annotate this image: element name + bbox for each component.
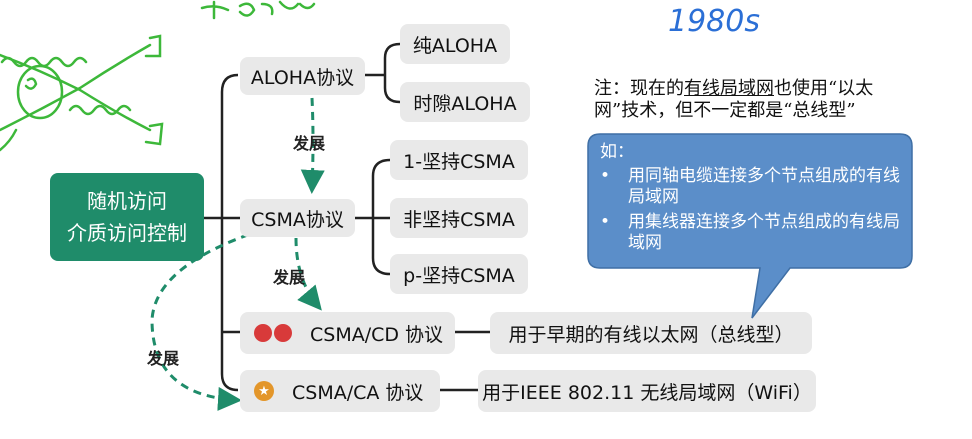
csma-cd-label: CSMA/CD 协议 bbox=[310, 323, 444, 346]
note-underlined: 有线局域网 bbox=[684, 78, 774, 99]
label-develop-2: 发展 bbox=[273, 268, 306, 287]
node-pure-aloha: 纯ALOHA bbox=[400, 24, 510, 64]
handwritten-year: 1980s bbox=[668, 4, 760, 39]
csma-ca-label: CSMA/CA 协议 bbox=[292, 381, 424, 404]
arrow-csma-to-cd bbox=[294, 237, 322, 311]
scribble-top bbox=[200, 0, 230, 20]
note-line-2: 网”技术，但不一定都是“总线型” bbox=[594, 100, 856, 121]
star-icon: ★ bbox=[254, 381, 274, 401]
bubble-title: 如： bbox=[600, 142, 634, 162]
desc-csma-cd: 用于早期的有线以太网（总线型） bbox=[490, 312, 812, 354]
desc-csma-ca: 用于IEEE 802.11 无线局域网（WiFi） bbox=[478, 370, 816, 412]
note-rest: 也使用“以太 bbox=[774, 78, 874, 99]
node-csma: CSMA协议 bbox=[240, 199, 355, 237]
root-node: 随机访问 介质访问控制 bbox=[50, 173, 204, 261]
arrow-to-ca bbox=[150, 228, 263, 411]
node-csma-ca: ★ CSMA/CA 协议 bbox=[240, 370, 440, 412]
root-line-1: 随机访问 bbox=[87, 189, 167, 213]
aloha-bracket bbox=[383, 42, 401, 104]
note-text: 注：现在的有线局域网也使用“以太 网”技术，但不一定都是“总线型” bbox=[594, 78, 934, 122]
bubble-item-1: 用同轴电缆连接多个节点组成的有线局域网 bbox=[628, 166, 900, 207]
node-aloha: ALOHA协议 bbox=[240, 57, 365, 95]
label-develop-3: 发展 bbox=[147, 349, 180, 368]
root-line-2: 介质访问控制 bbox=[67, 221, 187, 245]
arrow-aloha-to-csma bbox=[300, 97, 325, 194]
stop-go-icon bbox=[254, 324, 292, 342]
label-develop-1: 发展 bbox=[293, 134, 326, 153]
node-p-persistent-csma: p-坚持CSMA bbox=[390, 254, 528, 294]
node-non-persistent-csma: 非坚持CSMA bbox=[390, 198, 528, 238]
bubble-bullet-1: • bbox=[600, 166, 611, 186]
node-slotted-aloha: 时隙ALOHA bbox=[400, 82, 530, 122]
bubble-item-2: 用集线器连接多个节点组成的有线局域网 bbox=[628, 212, 900, 253]
node-1-persistent-csma: 1-坚持CSMA bbox=[390, 140, 528, 180]
note-prefix: 注：现在的 bbox=[594, 78, 684, 99]
node-csma-cd: CSMA/CD 协议 bbox=[240, 312, 455, 354]
bubble-bullet-2: • bbox=[600, 212, 611, 232]
